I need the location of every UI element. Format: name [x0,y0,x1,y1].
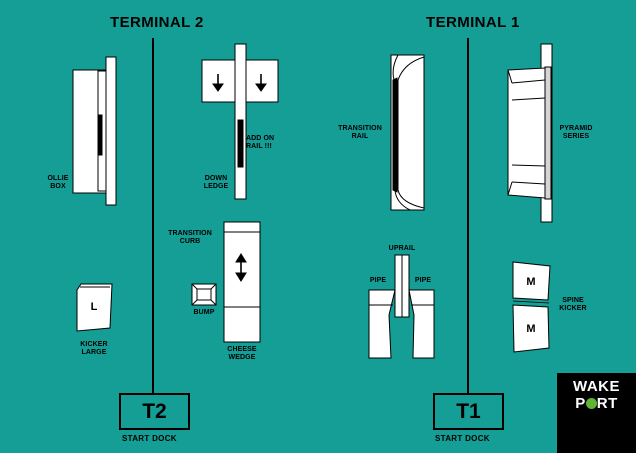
spine-letter-top: M [526,276,536,288]
down-ledge-label: DOWN LEDGE [203,175,229,190]
uprail-pipes-shape [368,254,435,359]
down-ledge-shape [201,43,279,200]
ollie-box-label: OLLIE BOX [47,175,69,190]
cheese-wedge-shape [223,221,261,343]
kicker-large-label: KICKER LARGE [80,341,108,356]
spine-kicker-label: SPINE KICKER [559,297,587,312]
uprail-label: UPRAIL [388,245,416,252]
logo-dot-icon [585,398,597,409]
transition-rail-label: TRANSITION RAIL [338,125,382,140]
start-dock-t1-caption: START DOCK [435,434,490,443]
transition-curb-label: TRANSITION CURB [168,230,212,245]
ollie-box-shape [72,56,117,206]
terminal-1-line [467,38,469,393]
logo-letters-rt: RT [596,395,618,412]
terminal-1-heading: TERMINAL 1 [426,14,520,31]
cheese-wedge-label: CHEESE WEDGE [227,346,257,361]
logo-letter-p: P [575,395,586,412]
start-dock-t1[interactable]: T1 [433,393,504,430]
kicker-large-shape [76,283,113,332]
pipe-left-label: PIPE [369,277,387,284]
pipe-right-label: PIPE [414,277,432,284]
bump-label: BUMP [193,309,215,316]
pyramid-series-label: PYRAMID SERIES [559,125,593,140]
terminal-2-heading: TERMINAL 2 [110,14,204,31]
wakeport-logo: WAKE P RT [557,373,636,453]
pyramid-series-shape [507,43,553,223]
logo-line-1: WAKE [573,378,620,395]
start-dock-t2[interactable]: T2 [119,393,190,430]
spine-kicker-shape [512,261,551,353]
logo-line-2: P RT [557,395,636,412]
kicker-letter: L [90,301,98,313]
add-on-rail-label: ADD ON RAIL !!! [246,135,275,150]
terminal-2-line [152,38,154,393]
start-dock-t2-caption: START DOCK [122,434,177,443]
transition-rail-shape [390,54,425,211]
spine-letter-bottom: M [526,323,536,335]
bump-shape [191,283,217,306]
